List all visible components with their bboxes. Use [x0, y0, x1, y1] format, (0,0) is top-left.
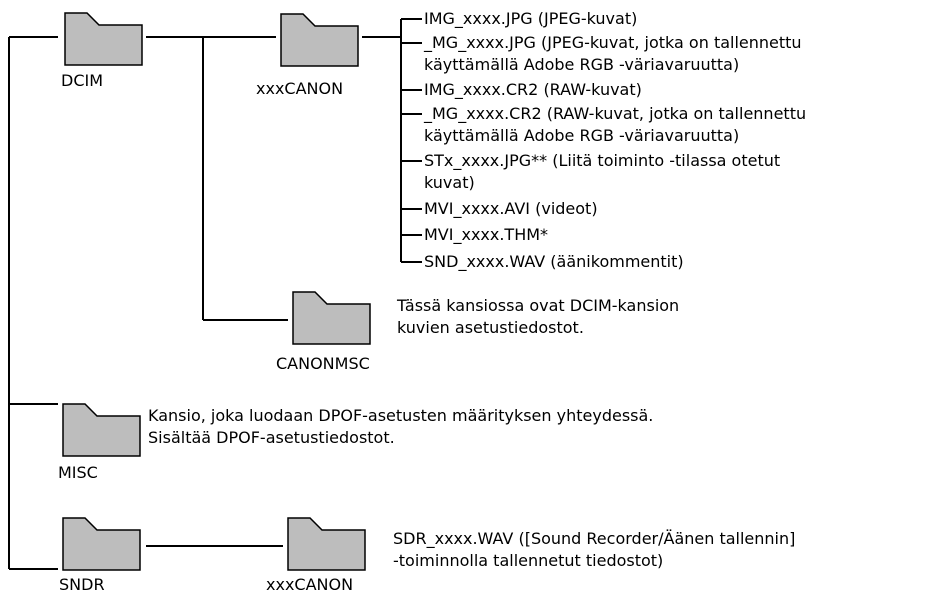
description-line: SDR_xxxx.WAV ([Sound Recorder/Äänen tall…	[393, 529, 796, 548]
file-entry-line-2: kuvat)	[424, 173, 475, 192]
file-entry-mg-cr2: _MG_xxxx.CR2 (RAW-kuvat, jotka on tallen…	[424, 103, 806, 147]
description-line-2: Sisältää DPOF-asetustiedostot.	[148, 428, 395, 447]
file-entry-snd-wav: SND_xxxx.WAV (äänikommentit)	[424, 251, 684, 273]
file-entry-line: _MG_xxxx.CR2 (RAW-kuvat, jotka on tallen…	[424, 104, 807, 123]
description-line-2: kuvien asetustiedostot.	[397, 318, 584, 337]
file-entry-line: STx_xxxx.JPG** (Liitä toiminto -tilassa …	[424, 151, 781, 170]
file-entry-mvi-thm: MVI_xxxx.THM*	[424, 224, 548, 246]
misc-folder-label: MISC	[58, 463, 98, 482]
sndr-folder-label: SNDR	[59, 575, 105, 593]
canonmsc-folder-icon[interactable]	[286, 289, 376, 347]
description-line-2: -toiminnolla tallennetut tiedostot)	[393, 551, 664, 570]
file-entry-line: _MG_xxxx.JPG (JPEG-kuvat, jotka on talle…	[424, 33, 802, 52]
dcim-folder-icon[interactable]	[58, 10, 148, 68]
folder-shape	[64, 12, 143, 66]
file-entry-line-2: käyttämällä Adobe RGB -väriavaruutta)	[424, 55, 740, 74]
sndr-xxxcanon-folder-icon[interactable]	[281, 515, 371, 573]
file-entry-img-jpg: IMG_xxxx.JPG (JPEG-kuvat)	[424, 8, 637, 30]
folder-shape	[62, 403, 141, 457]
canonmsc-folder-label: CANONMSC	[276, 354, 370, 373]
misc-folder-icon[interactable]	[56, 401, 146, 459]
misc-description: Kansio, joka luodaan DPOF-asetusten määr…	[148, 405, 653, 449]
file-entry-mg-jpg: _MG_xxxx.JPG (JPEG-kuvat, jotka on talle…	[424, 32, 802, 76]
file-entry-line: SND_xxxx.WAV (äänikommentit)	[424, 252, 684, 271]
file-entry-line: IMG_xxxx.JPG (JPEG-kuvat)	[424, 9, 638, 28]
folder-shape	[287, 517, 366, 571]
sndr-xxxcanon-description: SDR_xxxx.WAV ([Sound Recorder/Äänen tall…	[393, 528, 795, 572]
file-entry-line: IMG_xxxx.CR2 (RAW-kuvat)	[424, 80, 642, 99]
xxxcanon-folder-icon[interactable]	[274, 11, 364, 69]
file-entry-line: MVI_xxxx.AVI (videot)	[424, 199, 598, 218]
xxxcanon-folder-label: xxxCANON	[256, 79, 344, 98]
folder-shape	[62, 517, 141, 571]
file-entry-mvi-avi: MVI_xxxx.AVI (videot)	[424, 198, 598, 220]
sndr-xxxcanon-folder-label: xxxCANON	[266, 575, 354, 593]
folder-shape	[280, 13, 359, 67]
sndr-folder-icon[interactable]	[56, 515, 146, 573]
description-line: Tässä kansiossa ovat DCIM-kansion	[397, 296, 680, 315]
description-line: Kansio, joka luodaan DPOF-asetusten määr…	[148, 406, 654, 425]
file-entry-line: MVI_xxxx.THM*	[424, 225, 549, 244]
folder-shape	[292, 291, 371, 345]
file-entry-img-cr2: IMG_xxxx.CR2 (RAW-kuvat)	[424, 79, 642, 101]
file-entry-line-2: käyttämällä Adobe RGB -väriavaruutta)	[424, 126, 740, 145]
file-entry-stx-jpg: STx_xxxx.JPG** (Liitä toiminto -tilassa …	[424, 150, 780, 194]
dcim-folder-label: DCIM	[61, 71, 104, 90]
canonmsc-description: Tässä kansiossa ovat DCIM-kansion kuvien…	[397, 295, 679, 339]
